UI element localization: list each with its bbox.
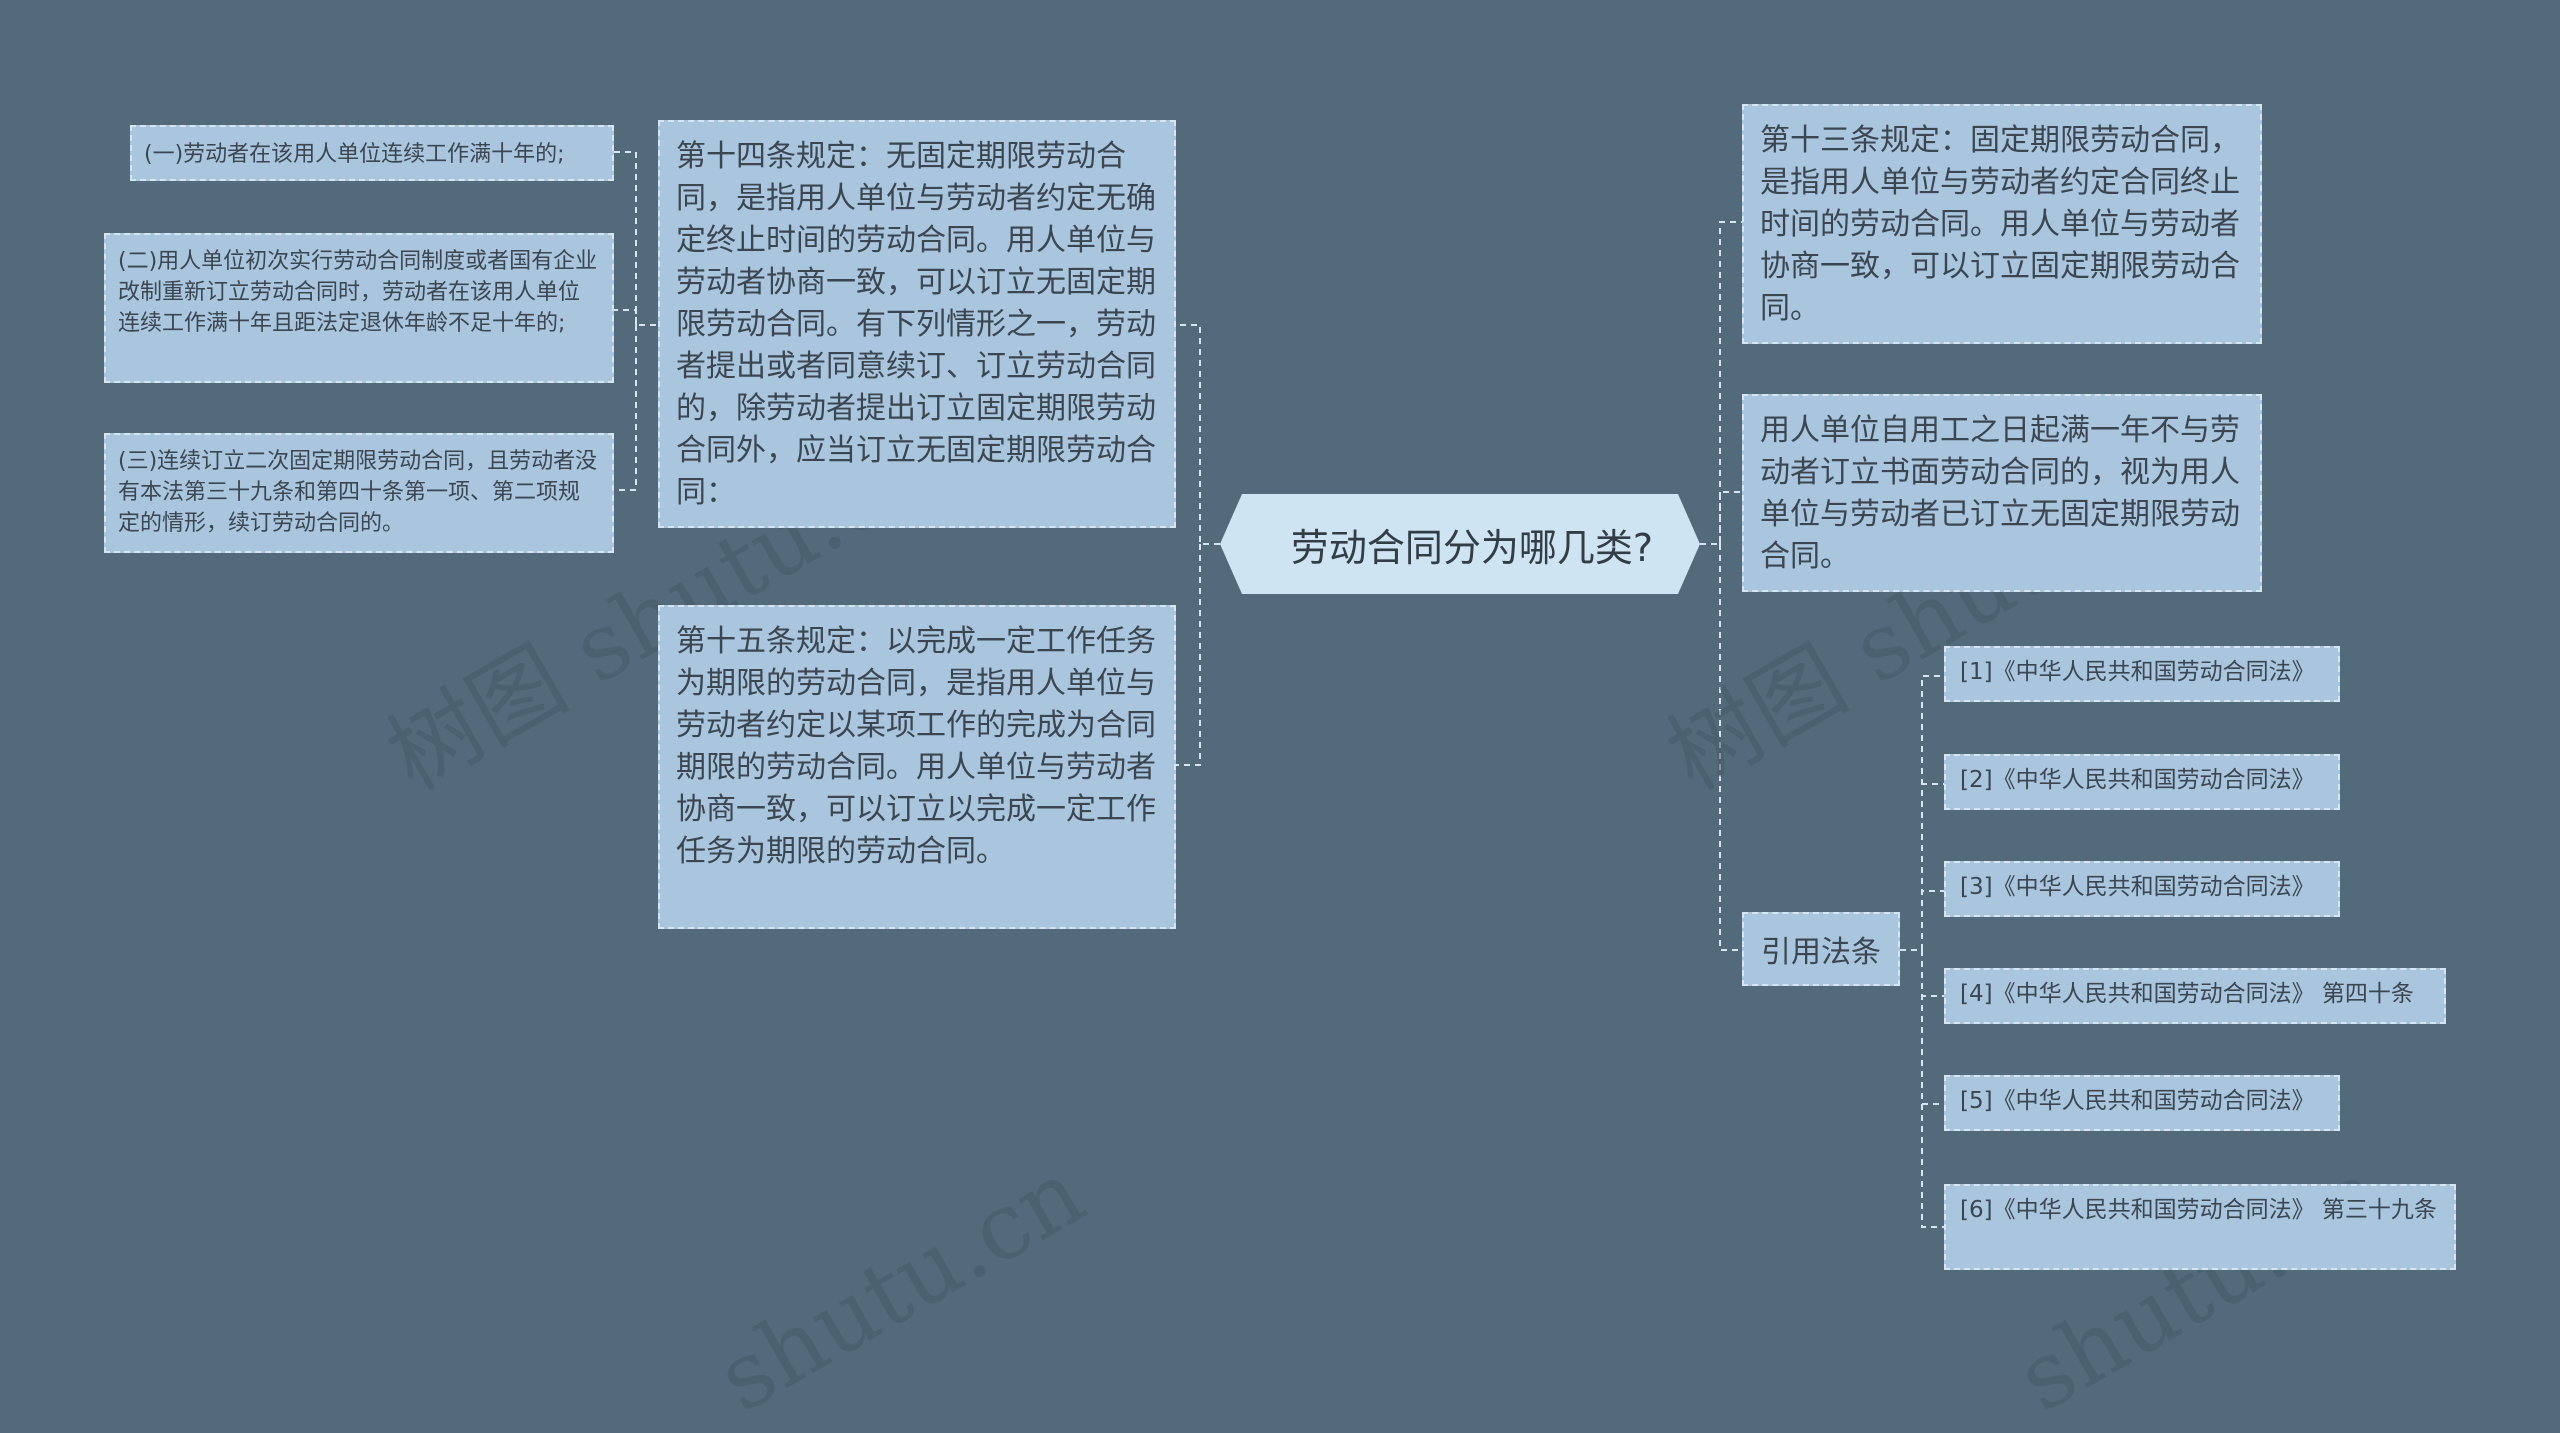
node-text: (三)连续订立二次固定期限劳动合同，且劳动者没有本法第三十九条和第四十条第一项、… bbox=[118, 449, 598, 536]
reference-item[interactable]: [3]《中华人民共和国劳动合同法》 bbox=[1944, 861, 2340, 917]
connector-lines bbox=[614, 151, 1944, 1228]
node-article-15[interactable]: 第十五条规定：以完成一定工作任务为期限的劳动合同，是指用人单位与劳动者约定以某项… bbox=[658, 605, 1176, 929]
node-article-14[interactable]: 第十四条规定：无固定期限劳动合同，是指用人单位与劳动者约定无确定终止时间的劳动合… bbox=[658, 120, 1176, 528]
reference-item[interactable]: [5]《中华人民共和国劳动合同法》 bbox=[1944, 1075, 2340, 1131]
reference-text: [6]《中华人民共和国劳动合同法》 第三十九条 bbox=[1960, 1197, 2437, 1223]
reference-text: [1]《中华人民共和国劳动合同法》 bbox=[1960, 659, 2315, 685]
node-references[interactable]: 引用法条 bbox=[1742, 912, 1900, 986]
node-article-14-item-2[interactable]: (二)用人单位初次实行劳动合同制度或者国有企业改制重新订立劳动合同时，劳动者在该… bbox=[104, 233, 614, 383]
node-article-14-item-3[interactable]: (三)连续订立二次固定期限劳动合同，且劳动者没有本法第三十九条和第四十条第一项、… bbox=[104, 433, 614, 553]
node-article-13[interactable]: 第十三条规定：固定期限劳动合同，是指用人单位与劳动者约定合同终止时间的劳动合同。… bbox=[1742, 104, 2262, 344]
node-text: (二)用人单位初次实行劳动合同制度或者国有企业改制重新订立劳动合同时，劳动者在该… bbox=[118, 249, 598, 336]
reference-item[interactable]: [6]《中华人民共和国劳动合同法》 第三十九条 bbox=[1944, 1184, 2456, 1270]
reference-text: [2]《中华人民共和国劳动合同法》 bbox=[1960, 767, 2315, 793]
node-text: 第十五条规定：以完成一定工作任务为期限的劳动合同，是指用人单位与劳动者约定以某项… bbox=[676, 624, 1156, 869]
node-text: 第十四条规定：无固定期限劳动合同，是指用人单位与劳动者约定无确定终止时间的劳动合… bbox=[676, 139, 1156, 510]
root-title: 劳动合同分为哪几类? bbox=[1290, 525, 1654, 570]
node-article-14-item-1[interactable]: (一)劳动者在该用人单位连续工作满十年的; bbox=[130, 125, 614, 181]
node-text: 第十三条规定：固定期限劳动合同，是指用人单位与劳动者约定合同终止时间的劳动合同。… bbox=[1760, 123, 2240, 326]
reference-item[interactable]: [1]《中华人民共和国劳动合同法》 bbox=[1944, 646, 2340, 702]
reference-text: [3]《中华人民共和国劳动合同法》 bbox=[1960, 874, 2315, 900]
root-topic[interactable]: 劳动合同分为哪几类? bbox=[1220, 494, 1700, 594]
reference-text: [5]《中华人民共和国劳动合同法》 bbox=[1960, 1088, 2315, 1114]
node-text: 引用法条 bbox=[1761, 935, 1881, 970]
node-unwritten-contract[interactable]: 用人单位自用工之日起满一年不与劳动者订立书面劳动合同的，视为用人单位与劳动者已订… bbox=[1742, 394, 2262, 592]
node-text: 用人单位自用工之日起满一年不与劳动者订立书面劳动合同的，视为用人单位与劳动者已订… bbox=[1760, 413, 2240, 574]
reference-text: [4]《中华人民共和国劳动合同法》 第四十条 bbox=[1960, 981, 2414, 1007]
reference-item[interactable]: [4]《中华人民共和国劳动合同法》 第四十条 bbox=[1944, 968, 2446, 1024]
reference-item[interactable]: [2]《中华人民共和国劳动合同法》 bbox=[1944, 754, 2340, 810]
node-text: (一)劳动者在该用人单位连续工作满十年的; bbox=[144, 142, 565, 167]
